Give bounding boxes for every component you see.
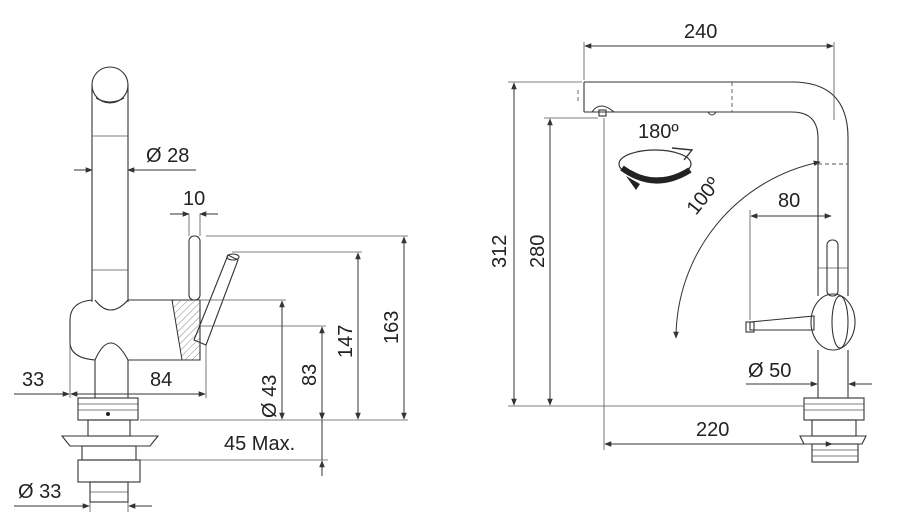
- dim-front-total-height: 163: [381, 236, 407, 420]
- dim-base-reach: 220: [603, 118, 833, 450]
- label-side-total-height: 312: [489, 235, 511, 268]
- dim-base-diameter: Ø 50: [746, 360, 872, 387]
- label-lever-angle: 100º: [683, 173, 726, 219]
- dim-counter-thickness: 45 Max.: [224, 404, 325, 476]
- label-lever-offset: 10: [183, 188, 205, 210]
- dim-body-height: 147: [335, 252, 361, 420]
- label-base-diameter: Ø 50: [748, 360, 791, 382]
- dim-base-left: 33: [14, 369, 70, 397]
- dim-outlet-height: 280: [527, 117, 598, 406]
- dim-lever-reach: 84: [70, 369, 206, 397]
- label-body-diameter: Ø 43: [259, 375, 281, 418]
- label-base-left: 33: [22, 369, 44, 391]
- label-base-reach: 220: [696, 419, 729, 441]
- label-body-depth: 83: [299, 364, 321, 386]
- dim-lever-offset: 10: [170, 188, 218, 236]
- lever-angle-indicator: 100º: [673, 160, 821, 339]
- label-spout-reach: 240: [684, 21, 717, 43]
- label-spout-rotation: 180º: [638, 121, 679, 143]
- side-view: 240 312 280 180º 100º: [489, 21, 872, 463]
- dim-body-depth: 83: [299, 326, 325, 420]
- front-view: Ø 28 10 163 147 83: [14, 66, 408, 512]
- dim-spout-reach: 240: [583, 21, 835, 120]
- spout-rotation-indicator: 180º: [618, 121, 694, 190]
- dim-shank-diameter: Ø 33: [14, 481, 152, 512]
- label-body-height: 147: [335, 325, 357, 358]
- label-counter-thickness: 45 Max.: [224, 433, 295, 455]
- label-front-total-height: 163: [381, 311, 403, 344]
- faucet-body: [69, 299, 201, 398]
- label-shank-diameter: Ø 33: [18, 481, 61, 503]
- label-lever-reach: 84: [150, 369, 172, 391]
- label-outlet-height: 280: [527, 235, 549, 268]
- dim-side-total-height: 312: [489, 81, 582, 406]
- dim-body-diameter: Ø 43: [259, 300, 285, 420]
- dim-side-lever-offset: 80: [749, 190, 832, 320]
- label-spout-diameter: Ø 28: [146, 145, 189, 167]
- label-side-lever-offset: 80: [778, 190, 800, 212]
- spout-column: [91, 66, 129, 302]
- dim-spout-diameter: Ø 28: [74, 145, 196, 173]
- side-mounting-hardware: [799, 397, 867, 463]
- mounting-hardware: [60, 397, 160, 503]
